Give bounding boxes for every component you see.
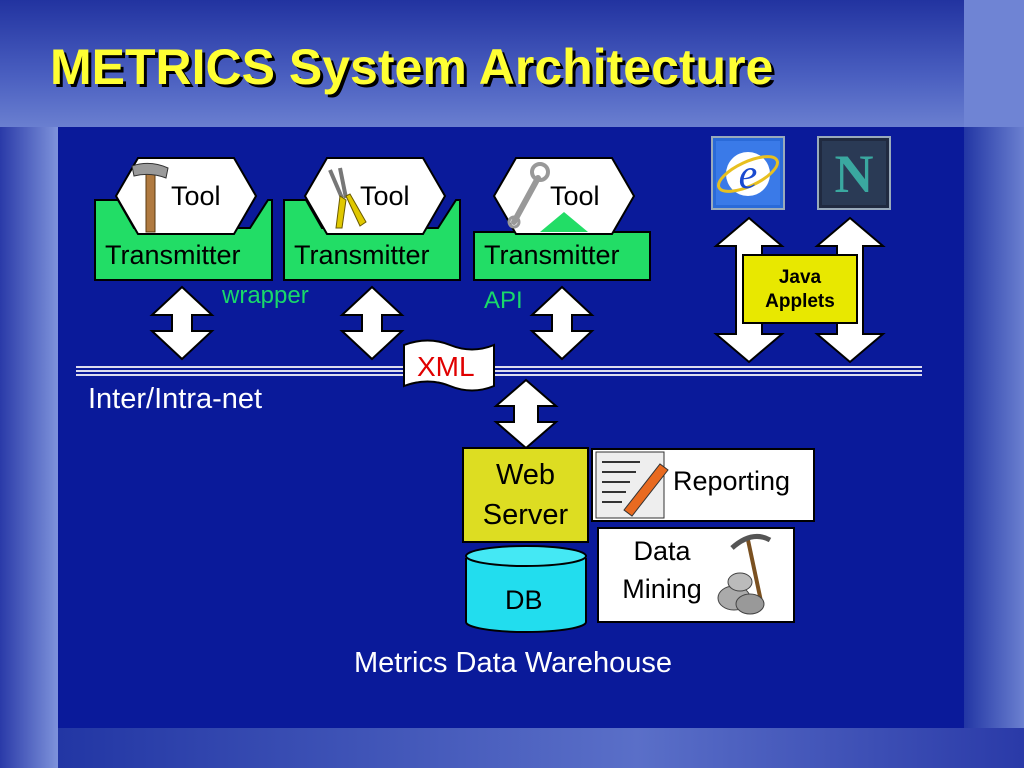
web-server-label: Web Server — [463, 455, 588, 535]
left-border — [0, 127, 58, 768]
web-server-box — [462, 447, 589, 543]
network-line — [76, 366, 922, 376]
right-border — [964, 127, 1024, 768]
transmitter-1-label: Transmitter — [105, 240, 241, 270]
document-pen-icon — [595, 451, 669, 519]
arrow-transmitter-1 — [151, 286, 213, 360]
transmitter-2-label: Transmitter — [294, 240, 430, 270]
arrow-web-server — [493, 378, 559, 450]
tool-2-label: Tool — [360, 181, 410, 211]
java-label-line1: Java — [778, 267, 822, 288]
java-applets-box — [742, 254, 858, 324]
warehouse-label: Metrics Data Warehouse — [354, 647, 673, 679]
tool-1-label: Tool — [171, 181, 221, 211]
reporting-label: Reporting — [673, 466, 791, 496]
netscape-glyph: N — [835, 144, 874, 204]
wrapper-note: wrapper — [222, 282, 309, 309]
internet-explorer-icon — [711, 136, 785, 210]
api-note: API — [484, 287, 523, 314]
ie-glyph: e — [739, 152, 758, 198]
java-label-line2: Applets — [765, 291, 835, 312]
slide-title: METRICS System Architecture — [50, 39, 774, 95]
network-label: Inter/Intra-net — [88, 383, 263, 415]
tool-3-hexagon — [492, 157, 636, 235]
data-mining-label: Data Mining — [610, 532, 714, 608]
db-cylinder — [465, 545, 587, 633]
xml-flag — [403, 339, 495, 392]
bottom-border — [58, 728, 1024, 768]
data-mining-line1: Data — [633, 536, 691, 566]
transmitter-3-label: Transmitter — [484, 240, 620, 270]
transmitter-2 — [283, 199, 461, 281]
xml-label: XML — [417, 351, 475, 382]
web-server-line1: Web — [495, 459, 556, 491]
tool-3-label: Tool — [550, 181, 600, 211]
pliers-icon — [328, 167, 367, 229]
hammer-icon — [131, 162, 169, 233]
data-mining-line2: Mining — [622, 574, 702, 604]
web-server-line2: Server — [482, 499, 569, 531]
arrow-transmitter-2 — [341, 286, 403, 360]
header-corner — [964, 0, 1024, 127]
java-applets-label: Java Applets — [743, 266, 857, 314]
db-label: DB — [505, 585, 543, 615]
pickaxe-rocks-icon — [717, 533, 772, 615]
arrow-transmitter-3 — [531, 286, 593, 360]
header-band — [0, 0, 1024, 127]
netscape-icon — [817, 136, 891, 210]
wrench-icon — [507, 162, 550, 229]
